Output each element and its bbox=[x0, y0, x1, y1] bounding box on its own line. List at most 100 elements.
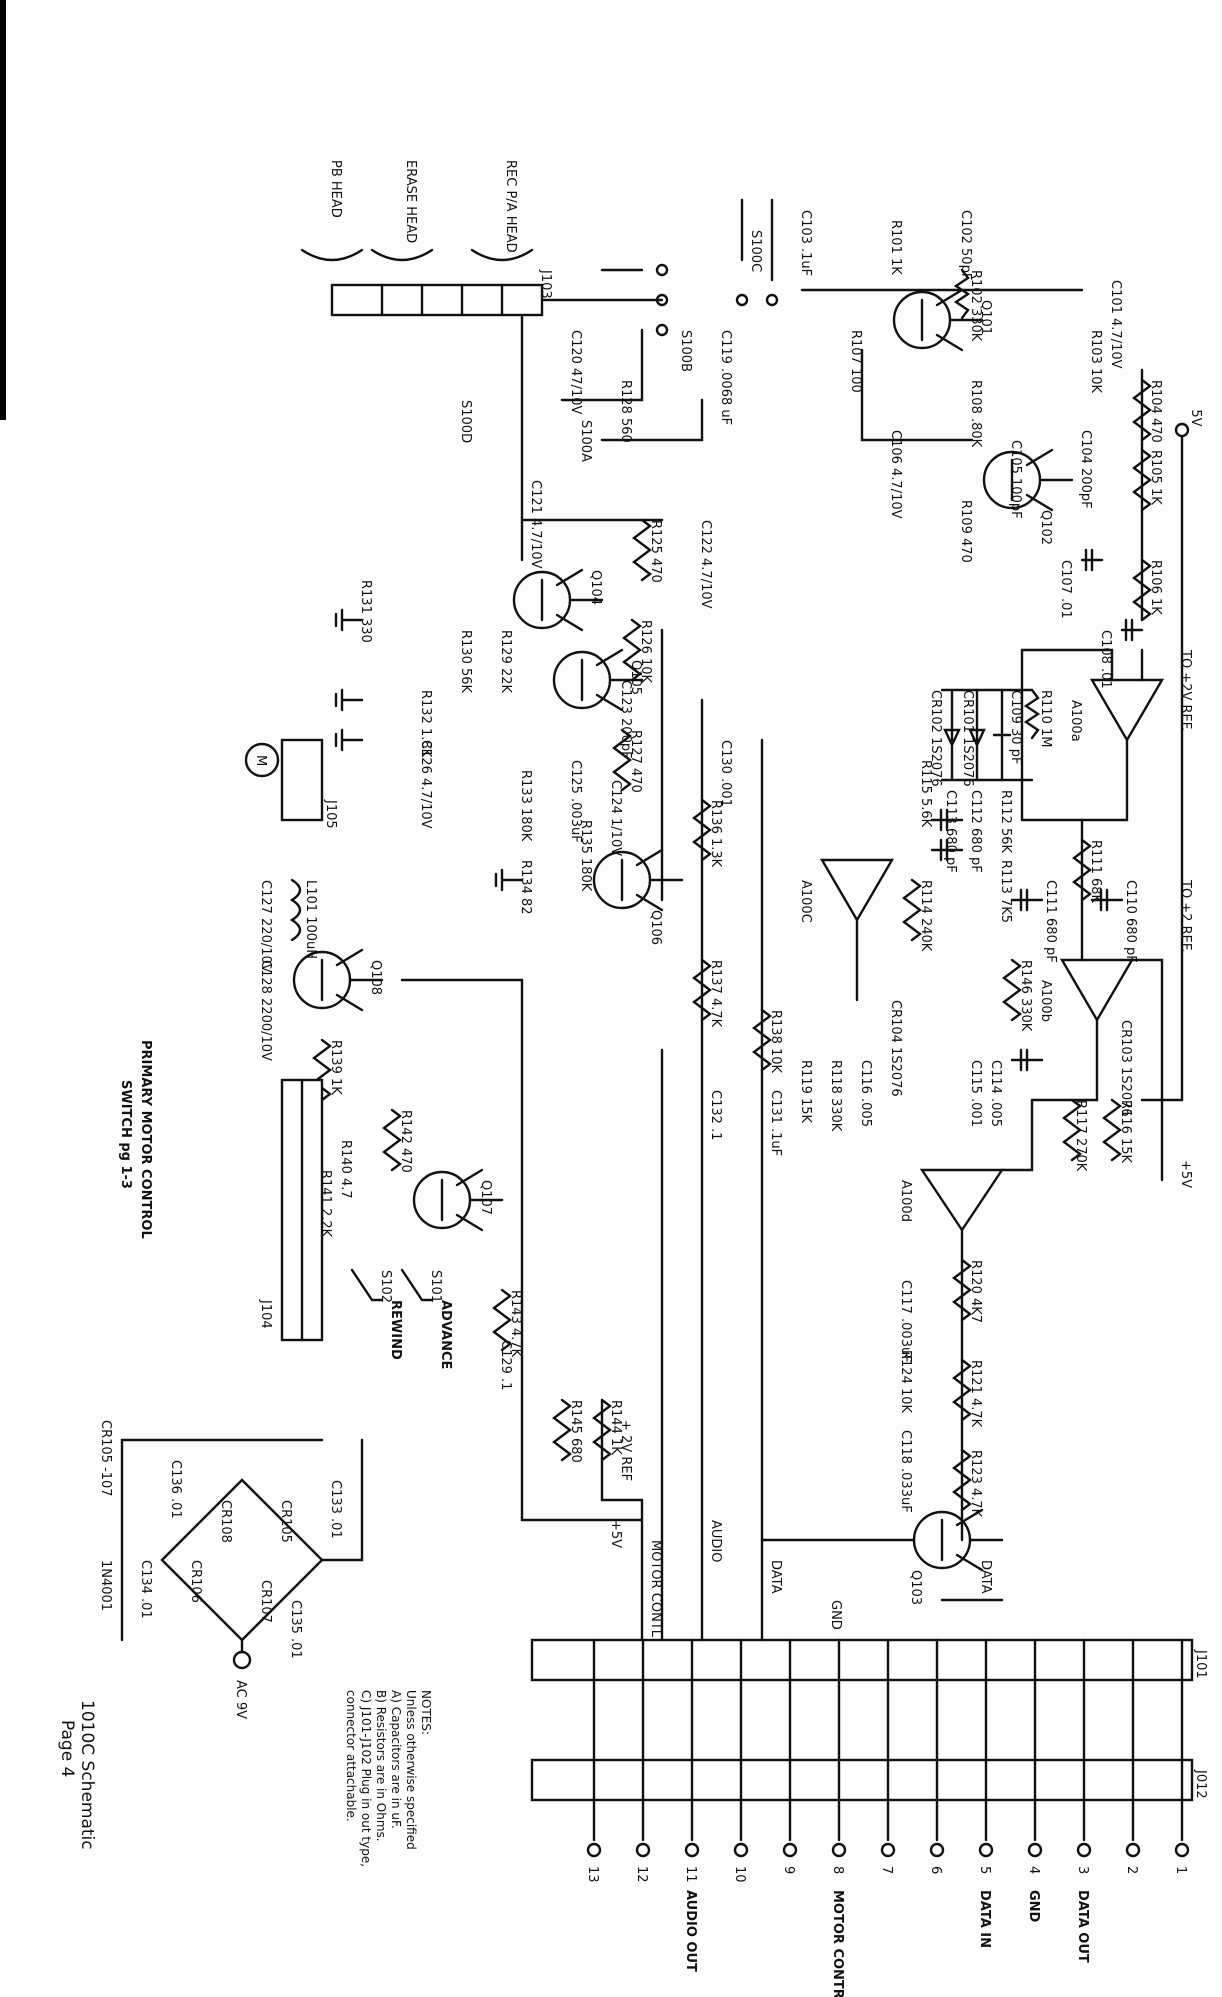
cr103-label: CR103 1S2076 bbox=[1118, 1020, 1133, 1117]
connector-pin-terminal[interactable] bbox=[733, 1842, 749, 1858]
a100c-label: A100C bbox=[798, 880, 813, 923]
connector-pin-terminal[interactable] bbox=[782, 1842, 798, 1858]
connector-pin-terminal[interactable] bbox=[684, 1842, 700, 1858]
q102-label: Q102 bbox=[1038, 510, 1053, 545]
connector-pin-terminal[interactable] bbox=[1076, 1842, 1092, 1858]
connector-pin-terminal[interactable] bbox=[1174, 1842, 1190, 1858]
r125-label: R125 470 bbox=[648, 520, 663, 583]
bridge-label: CR105 -107 bbox=[98, 1420, 113, 1497]
cr101-label: CR101 1S2076 bbox=[960, 690, 975, 787]
r101-label: R101 1K bbox=[888, 220, 903, 275]
cr106-label: CR106 bbox=[188, 1560, 203, 1603]
ac-9v-terminal[interactable] bbox=[232, 1650, 252, 1670]
q103-label: Q103 bbox=[908, 1570, 923, 1605]
c107-cap bbox=[1080, 548, 1104, 572]
l101-inductor bbox=[289, 878, 302, 942]
r136-resistor bbox=[692, 798, 712, 862]
r131-label: R131 330 bbox=[358, 580, 373, 643]
s100a-label: S100A bbox=[578, 420, 593, 462]
c116-label: C116 .005 bbox=[858, 1060, 873, 1127]
advance-label: ADVANCE bbox=[438, 1300, 453, 1369]
c114-cap bbox=[1010, 1048, 1044, 1072]
r116-label: R116 15K bbox=[1118, 1100, 1133, 1164]
r146-label: R146 330K bbox=[1018, 960, 1033, 1032]
l101-label: L101 100uH bbox=[303, 880, 318, 959]
connector-pin-terminal[interactable] bbox=[831, 1842, 847, 1858]
r133-label: R133 180K bbox=[518, 770, 533, 842]
j101-label: J101 bbox=[1193, 1649, 1208, 1679]
signal-motor: MOTOR CONTL bbox=[648, 1540, 663, 1638]
r120-resistor bbox=[952, 1258, 972, 1322]
connector-j102 bbox=[530, 1758, 1194, 1802]
cr105-label: CR105 bbox=[278, 1500, 293, 1543]
r123-resistor bbox=[952, 1448, 972, 1512]
bridge-part-label: 1N4001 bbox=[98, 1560, 113, 1611]
j103-label: J103 bbox=[538, 269, 553, 299]
c102-label: C102 50pF bbox=[958, 210, 973, 280]
rec-head-symbol bbox=[470, 248, 534, 262]
j102-label: J012 bbox=[1193, 1769, 1208, 1799]
r112-label: R112 56K bbox=[998, 790, 1013, 854]
c120-label: C120 47/10V bbox=[568, 330, 583, 414]
connector-pin-terminal[interactable] bbox=[586, 1842, 602, 1858]
r126-label: R126 10K bbox=[638, 620, 653, 684]
pb-head-symbol bbox=[300, 248, 364, 262]
r137-resistor bbox=[692, 958, 712, 1022]
notes-line-3: C) J101-J102 Plug in out type, bbox=[359, 1690, 373, 1867]
q108-label: Q108 bbox=[368, 960, 383, 995]
r138-label: R138 10K bbox=[768, 1010, 783, 1074]
connector-j103 bbox=[330, 283, 544, 317]
r111-resistor bbox=[1072, 838, 1092, 902]
pmc-label-1: PRIMARY MOTOR CONTROL bbox=[138, 1040, 153, 1239]
connector-pin-terminal[interactable] bbox=[1125, 1842, 1141, 1858]
q105-label: Q105 bbox=[628, 660, 643, 695]
c136-label: C136 .01 bbox=[168, 1460, 183, 1519]
s102-switch[interactable] bbox=[350, 1268, 384, 1302]
r128-label: R128 560 bbox=[618, 380, 633, 443]
connector-pin-terminal[interactable] bbox=[929, 1842, 945, 1858]
r125-resistor bbox=[632, 518, 652, 582]
c134-label: C134 .01 bbox=[138, 1560, 153, 1619]
s101-switch[interactable] bbox=[400, 1268, 434, 1302]
connector-pin-number: 7 bbox=[879, 1866, 894, 1874]
r134-label: R134 82 bbox=[518, 860, 533, 915]
r104-resistor bbox=[1132, 378, 1152, 442]
c108-cap bbox=[1120, 618, 1144, 642]
rec-head-label: REC P/A HEAD bbox=[503, 160, 518, 253]
connector-j105 bbox=[280, 738, 324, 822]
q104-label: Q104 bbox=[588, 570, 603, 605]
connector-pin-terminal[interactable] bbox=[880, 1842, 896, 1858]
r120-label: R120 4K7 bbox=[968, 1260, 983, 1323]
signal-2vref: + 2V REF bbox=[618, 1420, 633, 1481]
r108-label: R108 .80K bbox=[968, 380, 983, 448]
pmc-label-2: SWITCH pg 1-3 bbox=[118, 1080, 133, 1189]
s100d-label: S100D bbox=[458, 400, 473, 443]
ground-symbol bbox=[334, 608, 364, 632]
r119-label: R119 15K bbox=[798, 1060, 813, 1124]
motor-symbol bbox=[244, 742, 280, 778]
r111-label: R111 68K bbox=[1088, 840, 1103, 904]
c103-label: C103 .1uF bbox=[798, 210, 813, 276]
connector-pin-number: 6 bbox=[928, 1866, 943, 1874]
connector-pin-terminal[interactable] bbox=[978, 1842, 994, 1858]
r109-label: R109 470 bbox=[958, 500, 973, 563]
c112-cap bbox=[930, 838, 964, 862]
s102-label: S102 bbox=[378, 1270, 393, 1303]
c132-label: C132 .1 bbox=[708, 1090, 723, 1140]
motor-label: M bbox=[253, 755, 268, 766]
ref2b-label: TO +2 REF. bbox=[1178, 879, 1193, 952]
r126-resistor bbox=[622, 618, 642, 682]
connector-pin-terminal[interactable] bbox=[635, 1842, 651, 1858]
r116-resistor bbox=[1102, 1098, 1122, 1162]
c109-cap bbox=[992, 688, 1012, 782]
r132-label: R132 1.8K bbox=[418, 690, 433, 758]
q106-label: Q106 bbox=[648, 910, 663, 945]
r117-label: R117 270K bbox=[1073, 1100, 1088, 1172]
cr107-label: CR107 bbox=[258, 1580, 273, 1623]
notes-line-1: A) Capacitors are in uF. bbox=[389, 1690, 403, 1829]
r139-label: R139 1K bbox=[328, 1040, 343, 1095]
connector-pin-terminal[interactable] bbox=[1027, 1842, 1043, 1858]
